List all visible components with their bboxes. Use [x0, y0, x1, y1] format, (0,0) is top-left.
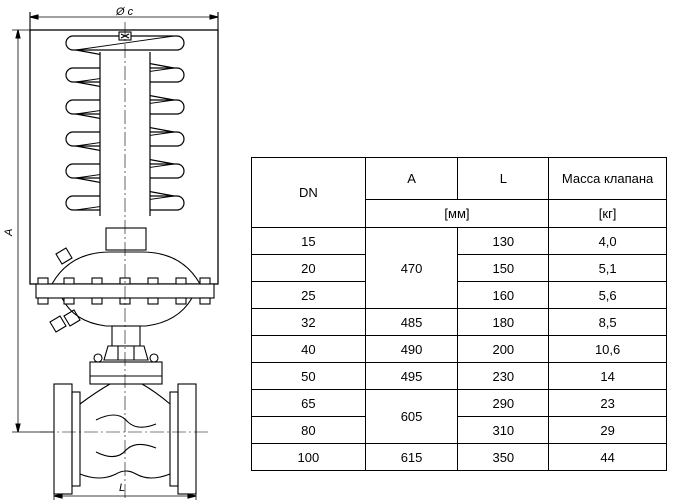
dim-diameter-label: Ø c: [115, 6, 134, 18]
mass-cell: 44: [548, 443, 667, 471]
valve-body: [53, 383, 197, 495]
dim-length-label: L: [119, 482, 125, 494]
table-row: 65 605 290 23: [251, 389, 667, 444]
dn-cell: 25: [251, 281, 366, 309]
a-cell: 470: [364, 227, 459, 309]
table-row: 80 310 29: [251, 416, 667, 444]
dn-cell: 80: [251, 416, 366, 444]
mass-cell: 10,6: [548, 335, 667, 363]
units-row: [мм] [кг]: [252, 199, 667, 228]
l-cell: 200: [457, 335, 550, 363]
header-row: DN A L Масса клапана: [251, 157, 667, 228]
dn-cell: 20: [251, 254, 366, 282]
a-cell: 615: [364, 443, 459, 471]
mass-cell: 4,0: [548, 227, 667, 255]
dim-height-label: A: [3, 229, 15, 237]
diaphragm-housing: [51, 251, 201, 285]
table-row: 25 160 5,6: [251, 281, 667, 309]
mass-cell: 8,5: [548, 308, 667, 336]
mass-cell: 23: [548, 389, 667, 417]
header-a: A: [364, 157, 459, 200]
table-row: 20 150 5,1: [251, 254, 667, 282]
dn-cell: 65: [251, 389, 366, 417]
l-cell: 230: [457, 362, 550, 390]
dn-cell: 15: [251, 227, 366, 255]
unit-mm: [мм]: [364, 199, 550, 228]
table-row: 15 470 130 4,0: [251, 227, 667, 309]
mass-cell: 14: [548, 362, 667, 390]
header-l: L: [457, 157, 550, 200]
table-row: 50 495 230 14: [251, 362, 667, 390]
mass-cell: 5,6: [548, 281, 667, 309]
header-mass: Масса клапана: [548, 157, 667, 200]
l-cell: 160: [457, 281, 550, 309]
unit-kg: [кг]: [548, 199, 667, 228]
l-cell: 290: [457, 389, 550, 417]
header-dn: DN: [251, 157, 366, 228]
dn-cell: 50: [251, 362, 366, 390]
l-cell: 150: [457, 254, 550, 282]
spec-table: DN A L Масса клапана [мм] [кг] 15 470 13…: [251, 157, 667, 471]
l-cell: 310: [457, 416, 550, 444]
mass-cell: 5,1: [548, 254, 667, 282]
mass-cell: 29: [548, 416, 667, 444]
l-cell: 350: [457, 443, 550, 471]
table-row: 40 490 200 10,6: [251, 335, 667, 363]
a-cell: 495: [364, 362, 459, 390]
dn-cell: 32: [251, 308, 366, 336]
dn-cell: 100: [251, 443, 366, 471]
a-cell: 605: [364, 389, 459, 444]
valve-drawing: Ø c A L: [3, 6, 219, 500]
dn-cell: 40: [251, 335, 366, 363]
a-cell: 490: [364, 335, 459, 363]
table-row: 32 485 180 8,5: [251, 308, 667, 336]
l-cell: 130: [457, 227, 550, 255]
l-cell: 180: [457, 308, 550, 336]
table-row: 100 615 350 44: [251, 443, 667, 471]
a-cell: 485: [364, 308, 459, 336]
